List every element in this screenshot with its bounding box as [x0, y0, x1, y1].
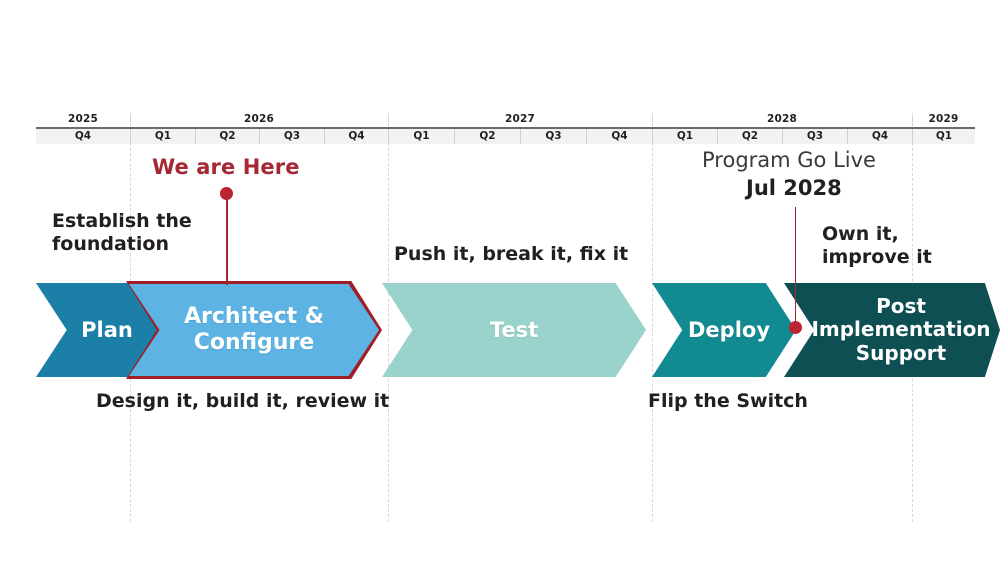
quarter-label: Q1	[935, 130, 953, 142]
phase-label: Test	[489, 317, 539, 342]
year-label: 2029	[928, 113, 959, 125]
phase-label: Plan	[81, 317, 133, 342]
quarter-cell-2029-q1: Q1	[912, 129, 975, 144]
quarter-label: Q4	[611, 130, 628, 142]
phase-label: Architect & Configure	[184, 304, 324, 355]
quarter-cell-2027-q4: Q4	[586, 129, 652, 144]
year-band-2029: 2029	[912, 113, 975, 128]
quarter-cell-2027-q1: Q1	[388, 129, 454, 144]
year-label: 2025	[67, 113, 99, 125]
phase-label: Post Implementation Support	[811, 293, 991, 365]
phase-chevron-test[interactable]: Test	[382, 283, 646, 377]
marker-title-program-go-live: Program Go Live	[702, 148, 876, 172]
quarter-cell-2028-q3: Q3	[782, 129, 847, 144]
year-separator	[388, 113, 389, 128]
gridline-2027	[388, 118, 389, 522]
quarter-cell-2026-q1: Q1	[130, 129, 195, 144]
quarter-label: Q1	[676, 130, 694, 142]
gridline-2028	[652, 118, 653, 522]
caption-design-build-review: Design it, build it, review it	[96, 390, 390, 412]
year-separator	[912, 113, 913, 128]
year-label: 2026	[243, 113, 275, 125]
year-band-2028: 2028	[652, 113, 912, 128]
phase-chevron-architect[interactable]: Architect & Configure	[129, 284, 379, 376]
year-separator	[130, 113, 131, 128]
quarter-label: Q3	[545, 130, 562, 142]
quarter-cell-2026-q4: Q4	[324, 129, 388, 144]
quarter-label: Q2	[219, 130, 236, 142]
year-band-2025: 2025	[36, 113, 130, 128]
quarter-cell-2027-q3: Q3	[520, 129, 586, 144]
quarter-cell-2025-q4: Q4	[36, 129, 130, 144]
quarter-cell-2026-q2: Q2	[195, 129, 259, 144]
caption-establish-foundation: Establish the foundation	[52, 210, 192, 256]
year-label: 2028	[766, 113, 798, 125]
quarter-label: Q4	[871, 130, 889, 142]
year-label: 2027	[504, 113, 536, 125]
timeline-header: 2025 2026 2027 2028 2029 Q4 Q1 Q2 Q3 Q4 …	[36, 113, 975, 144]
quarter-label: Q1	[154, 130, 172, 142]
caption-own-improve: Own it, improve it	[822, 223, 932, 269]
quarter-label: Q1	[413, 130, 430, 142]
year-separator	[652, 113, 653, 128]
quarter-cell-2028-q4: Q4	[847, 129, 912, 144]
caption-flip-the-switch: Flip the Switch	[648, 390, 808, 412]
quarter-cell-2027-q2: Q2	[454, 129, 520, 144]
quarter-cell-2026-q3: Q3	[259, 129, 324, 144]
quarter-label: Q2	[479, 130, 496, 142]
year-band-2027: 2027	[388, 113, 652, 128]
quarter-label: Q3	[283, 130, 301, 142]
year-band-2026: 2026	[130, 113, 388, 128]
quarter-cell-2028-q1: Q1	[652, 129, 717, 144]
timeline-rule	[36, 127, 975, 129]
marker-line-program-go-live	[795, 207, 796, 329]
phase-chevron-deploy[interactable]: Deploy	[652, 283, 796, 377]
phase-label: Deploy	[687, 317, 771, 342]
quarter-label: Q2	[741, 130, 759, 142]
marker-line-we-are-here	[226, 193, 228, 285]
phase-chevron-post-implementation-support[interactable]: Post Implementation Support	[784, 283, 1000, 377]
quarter-strip: Q4 Q1 Q2 Q3 Q4 Q1 Q2 Q3 Q4 Q1 Q2 Q3 Q4 Q…	[36, 129, 975, 144]
quarter-label: Q4	[348, 130, 365, 142]
quarter-label: Q3	[806, 130, 824, 142]
quarter-label: Q4	[74, 130, 92, 142]
marker-dot-program-go-live	[789, 321, 802, 334]
marker-date-program-go-live: Jul 2028	[746, 176, 842, 200]
quarter-cell-2028-q2: Q2	[717, 129, 782, 144]
marker-label-we-are-here: We are Here	[152, 155, 300, 179]
caption-push-break-fix: Push it, break it, fix it	[394, 243, 629, 265]
